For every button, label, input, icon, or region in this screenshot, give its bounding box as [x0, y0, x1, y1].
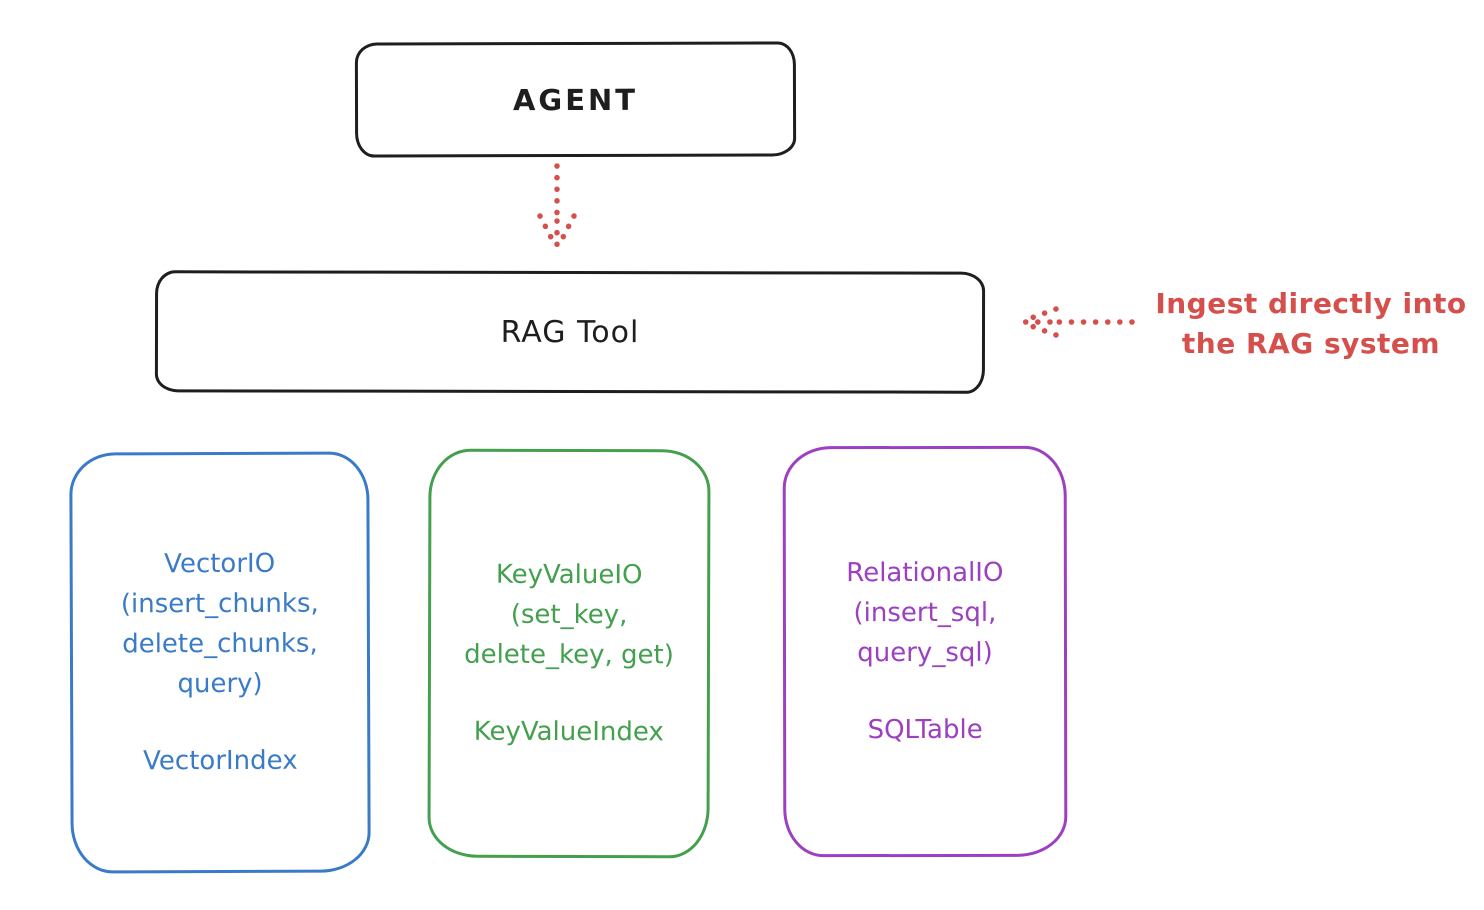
rag-tool-node: RAG Tool	[154, 270, 986, 394]
rag-tool-node-label: RAG Tool	[500, 314, 640, 350]
ingest-annotation-line2: the RAG system	[1181, 327, 1441, 360]
relational-io-title: RelationalIO	[846, 557, 1004, 589]
relational-io-node: RelationalIO (insert_sql, query_sql) SQL…	[782, 445, 1068, 858]
agent-node: AGENT	[354, 41, 797, 158]
vector-io-node: VectorIO (insert_chunks, delete_chunks, …	[69, 451, 371, 874]
keyvalue-io-methods-line2: delete_key, get)	[464, 639, 674, 671]
relational-io-methods-line1: (insert_sql,	[853, 597, 997, 629]
keyvalue-io-node: KeyValueIO (set_key, delete_key, get) Ke…	[427, 448, 711, 859]
ingest-annotation-line1: Ingest directly into	[1155, 287, 1467, 320]
agent-to-ragtool-dotted-arrow-icon	[537, 163, 577, 254]
keyvalue-io-methods-line1: (set_key,	[510, 599, 628, 631]
vector-io-methods-line3: query)	[177, 668, 263, 700]
agent-node-label: AGENT	[512, 82, 639, 117]
keyvalue-io-index-label: KeyValueIndex	[473, 716, 664, 748]
keyvalue-io-title: KeyValueIO	[495, 559, 643, 591]
relational-io-methods-line2: query_sql)	[857, 637, 993, 669]
vector-io-index-label: VectorIndex	[143, 745, 298, 777]
relational-io-index-label: SQLTable	[867, 714, 983, 746]
ingest-dotted-left-arrow-icon	[1020, 306, 1135, 338]
vector-io-methods-line2: delete_chunks,	[122, 628, 318, 660]
vector-io-title: VectorIO	[164, 548, 276, 580]
vector-io-methods-line1: (insert_chunks,	[120, 588, 319, 620]
ingest-annotation: Ingest directly into the RAG system	[1138, 284, 1484, 364]
